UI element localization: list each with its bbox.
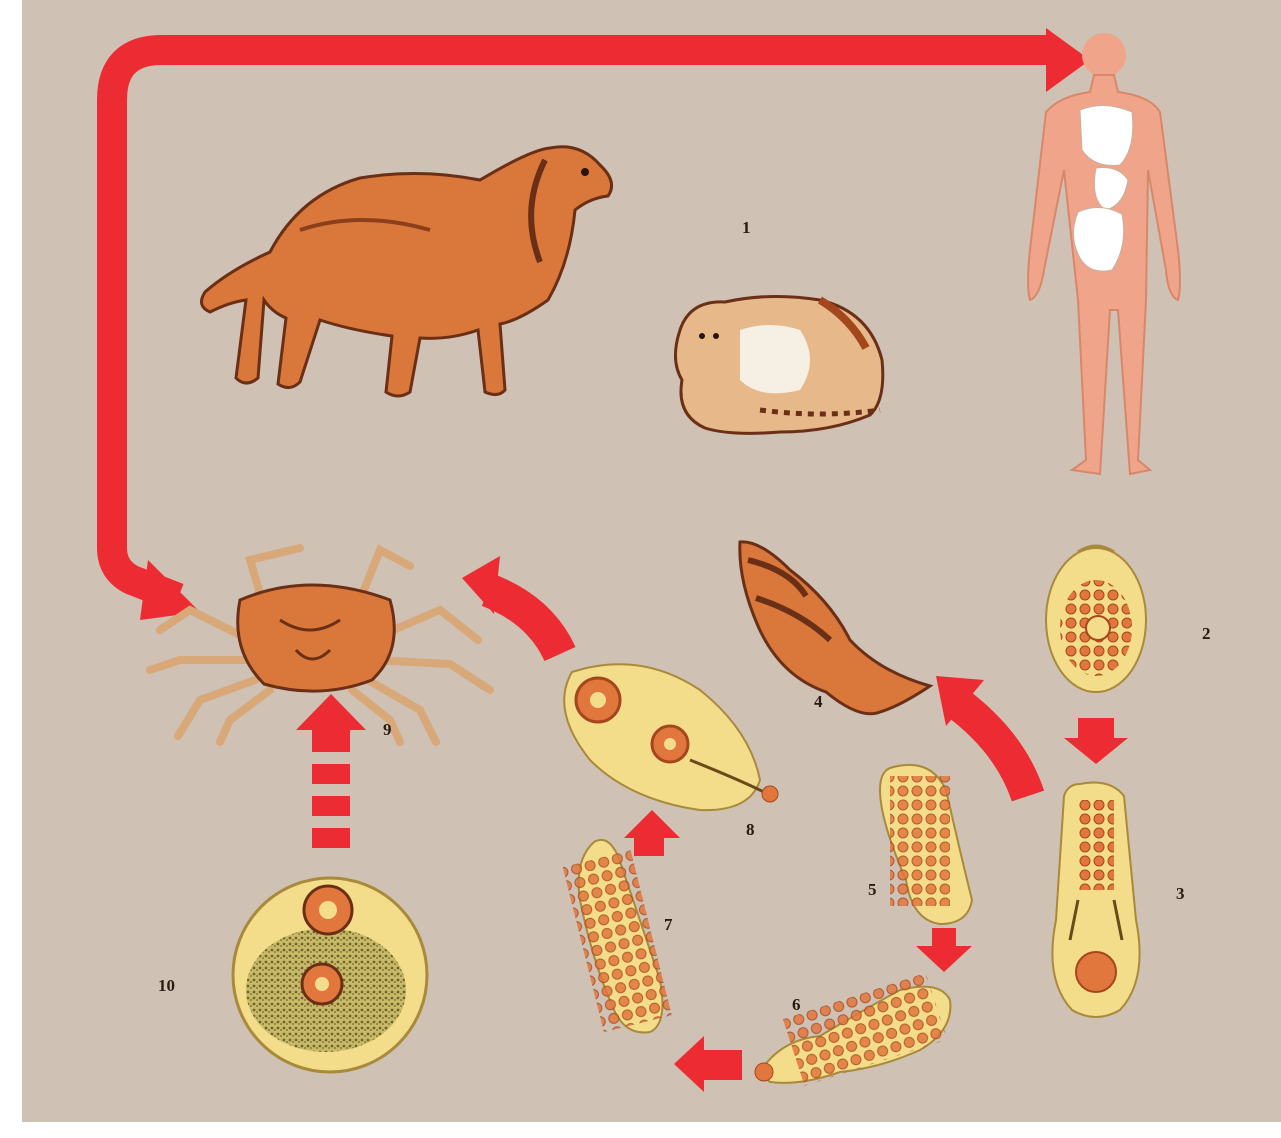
metacercaria-stage-10 (233, 878, 427, 1072)
egg-stage-2 (1046, 546, 1146, 692)
label-3: 3 (1176, 884, 1185, 904)
label-7: 7 (664, 915, 673, 935)
label-6: 6 (792, 995, 801, 1015)
label-5: 5 (868, 880, 877, 900)
label-1: 1 (742, 218, 751, 238)
label-8: 8 (746, 820, 755, 840)
label-10: 10 (158, 976, 175, 996)
cat-illustration (675, 296, 882, 433)
label-4: 4 (814, 692, 823, 712)
label-2: 2 (1202, 624, 1211, 644)
miracidium-stage-3 (1052, 783, 1139, 1018)
label-9: 9 (383, 720, 392, 740)
